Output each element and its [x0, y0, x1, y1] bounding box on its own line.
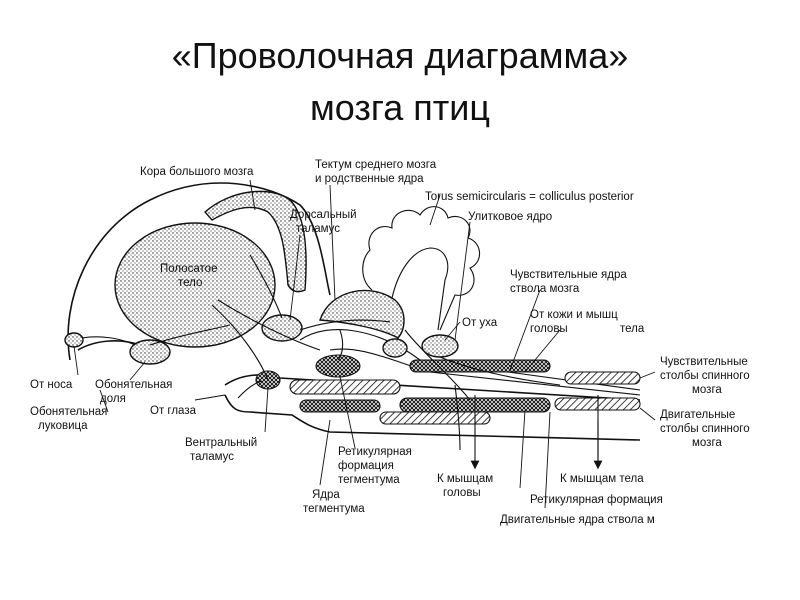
- olfactory-lobe: [129, 339, 171, 365]
- label-sensory-stem-line-1: Чувствительные ядра: [510, 269, 627, 281]
- label-tegmental-nuclei-line-1: Ядра: [312, 489, 340, 501]
- label-sensory-columns-line-3: мозга: [692, 384, 722, 396]
- torus-semicircularis-nucleus: [382, 338, 408, 358]
- label-from-nose: От носа: [30, 379, 73, 391]
- cerebellum: [362, 206, 481, 331]
- label-reticular-tegmentum-line-2: формация: [338, 460, 394, 472]
- label-from-skin-line-3: тела: [620, 323, 645, 335]
- label-striatum-line-1: Полосатое: [160, 263, 217, 275]
- label-sensory-stem-line-2: ствола мозга: [510, 283, 580, 295]
- slide-title-line-1: «Проволочная диаграмма»: [171, 35, 629, 76]
- label-from-eye: От глаза: [150, 405, 197, 417]
- label-olfactory-bulb-line-1: Обонятельная: [30, 406, 107, 418]
- dorsal-thalamus-nucleus: [261, 314, 303, 342]
- label-torus-semicircularis: Torus semicircularis = colliculus poster…: [425, 191, 634, 203]
- label-tectum-line-2: и родственные ядра: [315, 173, 424, 185]
- label-olfactory-lobe-line-2: доля: [100, 393, 126, 405]
- label-olfactory-lobe-line-1: Обонятельная: [95, 379, 172, 391]
- label-ventral-thalamus-line-2: таламус: [190, 451, 234, 463]
- slide-title-line-2: мозга птиц: [310, 87, 490, 128]
- label-motor-columns-line-1: Двигательные: [660, 409, 735, 421]
- label-cochlear-nucleus: Улитковое ядро: [468, 211, 552, 223]
- label-reticular-tegmentum-line-1: Ретикулярная: [338, 446, 412, 458]
- cochlear-nucleus: [421, 334, 459, 358]
- striatum: [114, 222, 276, 348]
- optic-tectum: [319, 289, 405, 339]
- label-cerebral-cortex: Кора большого мозга: [140, 166, 254, 178]
- label-tectum-line-1: Тектум среднего мозга: [315, 159, 437, 171]
- label-from-ear: От уха: [462, 317, 498, 329]
- label-from-skin-line-2: головы: [530, 323, 568, 335]
- leader-lines: [73, 179, 656, 509]
- label-sensory-columns-line-2: столбы спинного: [660, 370, 750, 382]
- tegmental-nucleus: [315, 354, 361, 378]
- label-striatum-line-2: тело: [178, 277, 202, 289]
- label-to-head-muscles-line-2: головы: [443, 487, 481, 499]
- label-sensory-columns-line-1: Чувствительные: [660, 356, 748, 368]
- label-motor-columns-line-3: мозга: [692, 437, 722, 449]
- label-to-head-muscles-line-1: К мышцам: [437, 473, 493, 485]
- label-tegmental-nuclei-line-2: тегментума: [303, 503, 365, 515]
- label-dorsal-thalamus-line-1: Дорсальный: [290, 209, 357, 221]
- label-ventral-thalamus-line-1: Вентральный: [185, 437, 257, 449]
- cerebral-cortex: [204, 190, 307, 293]
- label-to-body-muscles: К мышцам тела: [560, 473, 644, 485]
- label-motor-stem-nuclei: Двигательные ядра ствола м: [500, 514, 655, 526]
- label-motor-columns-line-2: столбы спинного: [660, 423, 750, 435]
- label-from-skin-line-1: От кожи и мышц: [530, 309, 618, 321]
- olfactory-bulb: [64, 332, 84, 348]
- label-reticular-formation: Ретикулярная формация: [530, 494, 663, 506]
- label-olfactory-bulb-line-2: луковица: [38, 420, 88, 432]
- label-dorsal-thalamus-line-2: таламус: [296, 223, 340, 235]
- label-reticular-tegmentum-line-3: тегментума: [338, 474, 400, 486]
